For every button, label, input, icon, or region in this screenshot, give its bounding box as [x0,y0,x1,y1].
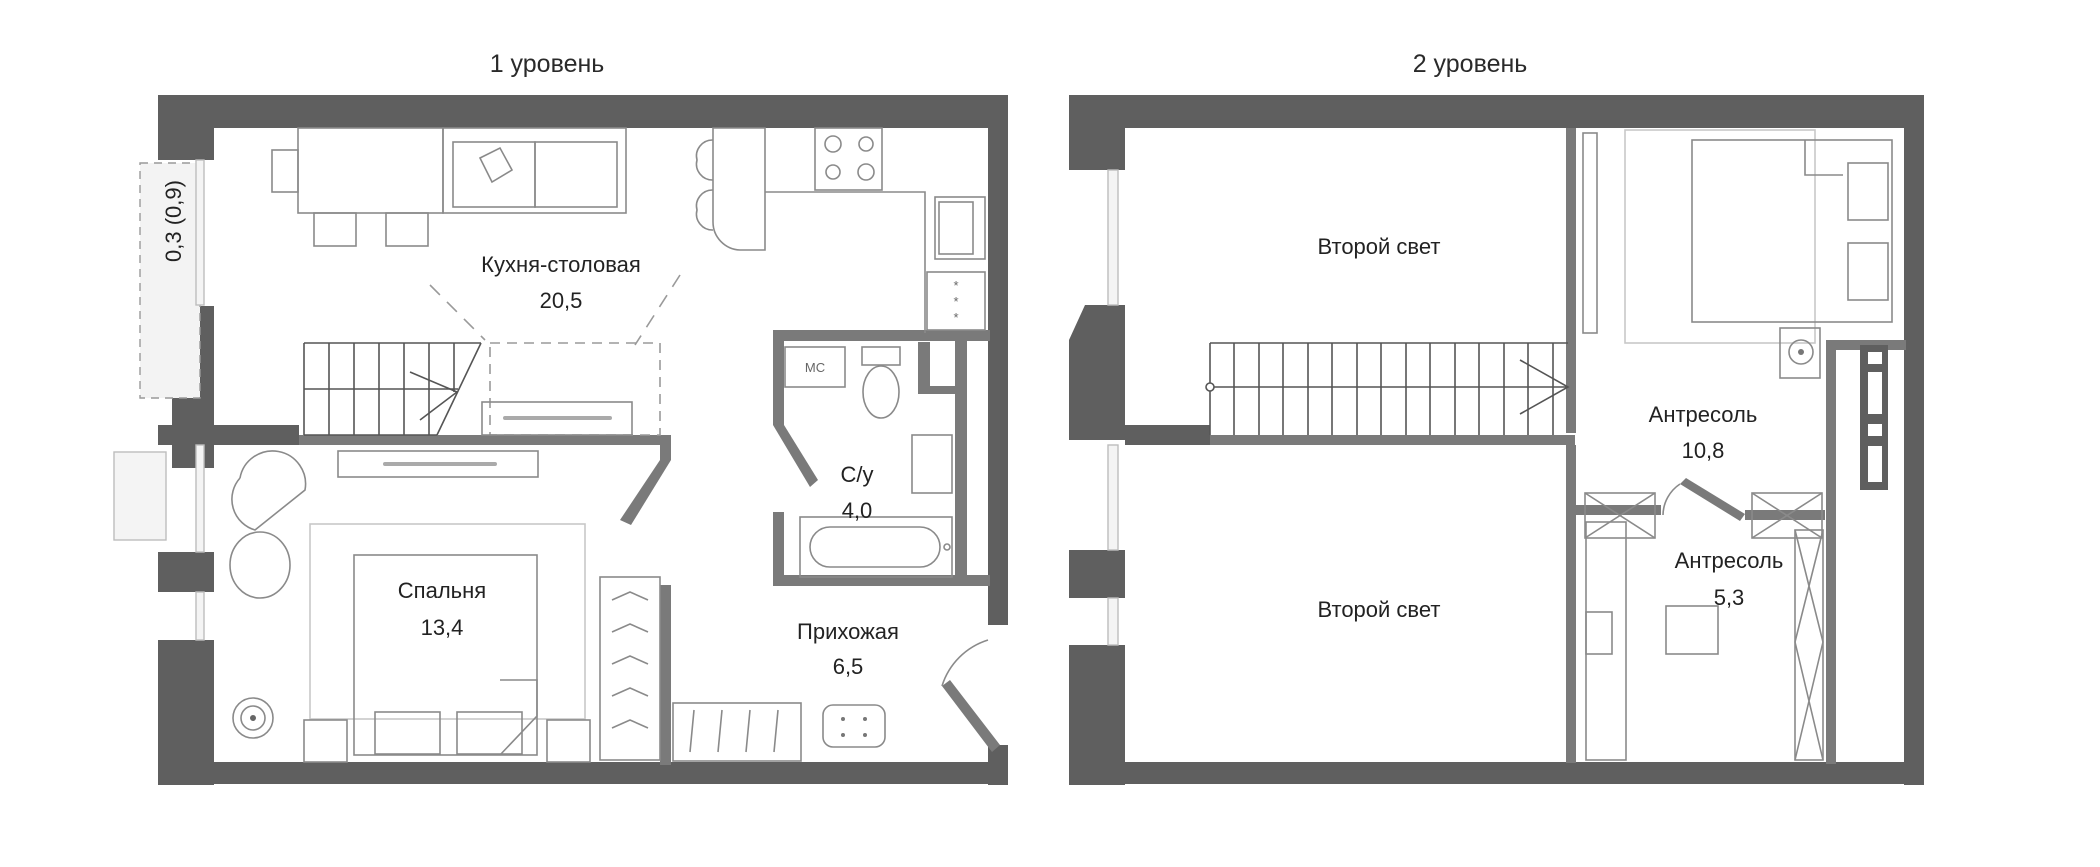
bedroom-furniture [229,450,661,763]
washing-machine [784,346,846,388]
room-name-hallway: Прихожая [797,619,899,644]
room-name-kitchen: Кухня-столовая [481,252,641,277]
hallway-furniture [672,702,886,762]
nightstand [303,719,348,763]
tv-panel [1582,132,1598,334]
wardrobe [1794,529,1824,761]
laptop [1585,611,1613,655]
svg-text:*: * [953,294,958,309]
room-name-loft-1: Антресоль [1649,402,1758,427]
balcony-area-label: 0,3 (0,9) [161,180,186,262]
svg-text:*: * [953,278,958,293]
room-area-loft-2: 5,3 [1714,585,1745,610]
wardrobe [599,576,661,761]
room-name-double-height-2: Второй свет [1318,597,1441,622]
bathroom-fixtures: МС [784,346,953,578]
room-area-bedroom: 13,4 [421,615,464,640]
bar-stool [695,189,714,231]
nightstand [546,719,591,763]
level-2-outer-walls [1069,95,1924,785]
level-1-title: 1 уровень [490,50,605,78]
storage-box [1584,492,1656,539]
floor-lamp [232,697,274,739]
bar-stool [695,139,714,181]
washing-machine-label: МС [805,360,825,375]
balcony: 0,3 (0,9) [113,159,205,641]
dishwasher [926,271,986,331]
loft-bed [1691,139,1893,323]
sofa [442,127,627,214]
room-name-bathroom: С/у [841,462,874,487]
chair [385,212,429,247]
room-area-hallway: 6,5 [833,654,864,679]
room-name-double-height-1: Второй свет [1318,234,1441,259]
room-area-loft-1: 10,8 [1682,438,1725,463]
toilet-tank [861,346,901,366]
loft-furniture [1582,129,1893,761]
kitchen-furniture: * * * [271,127,986,346]
level-1-plan: 1 уровень 0,3 (0,9) [113,50,1008,785]
level-2-plan: 2 уровень [1069,50,1924,785]
level-1-outer-walls [158,95,1008,785]
svg-text:*: * [953,310,958,325]
staircase [1205,342,1570,435]
staircase [303,342,661,436]
shoe-rack [672,702,802,762]
level-1-inner-walls [299,330,1000,765]
chair [271,149,299,193]
bar-counter [712,127,766,251]
room-area-bathroom: 4,0 [842,498,873,523]
level-2-title: 2 уровень [1413,50,1528,78]
dining-table [297,127,444,214]
desk-chair [1665,605,1719,655]
desk [1585,521,1627,761]
armchair [231,450,307,531]
tv-stand [337,450,539,478]
ottoman [822,704,886,748]
cooktop [814,127,883,191]
chair [313,212,357,247]
room-name-bedroom: Спальня [398,578,486,603]
storage-box [1751,492,1823,539]
bathtub [799,516,953,578]
toilet [862,365,900,419]
bed [353,554,538,756]
room-name-loft-2: Антресоль [1675,548,1784,573]
kitchen-sink [934,196,986,260]
level-2-inner-walls [1210,128,1906,764]
room-area-kitchen: 20,5 [540,288,583,313]
bathroom-sink [911,434,953,494]
round-table [229,531,291,599]
floor-lamp [1779,327,1821,379]
